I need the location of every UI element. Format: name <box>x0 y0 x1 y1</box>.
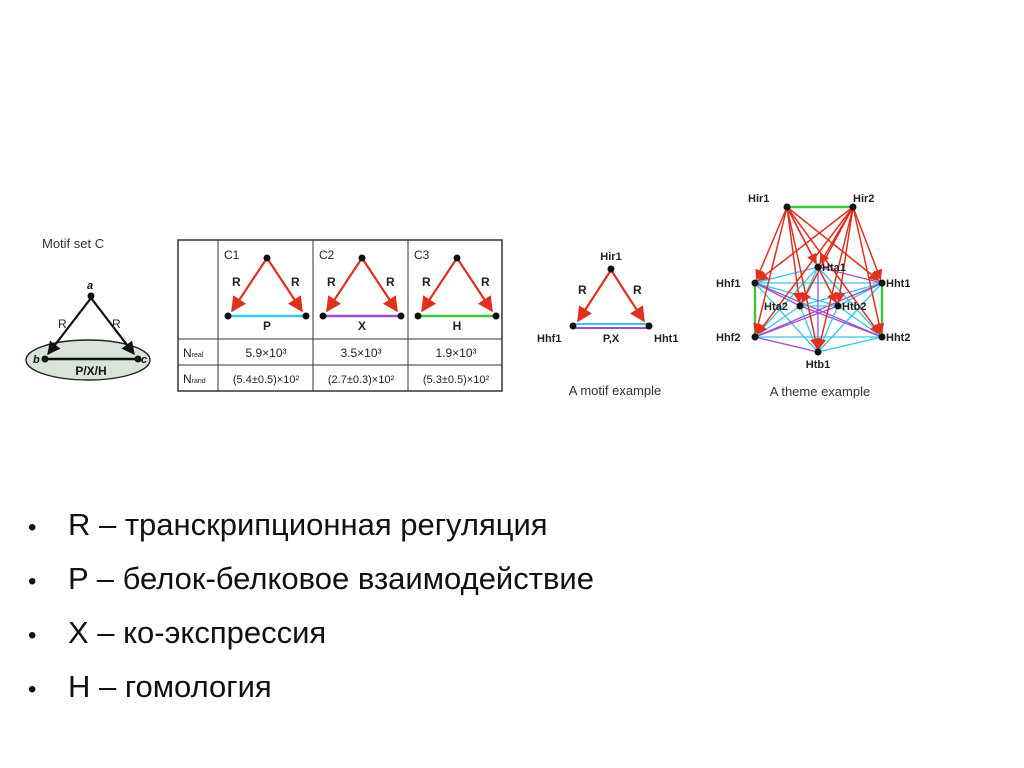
theme-nodes <box>751 203 886 356</box>
node-htb1 <box>814 348 822 356</box>
svg-text:(5.3±0.5)×10²: (5.3±0.5)×10² <box>423 374 490 386</box>
svg-text:(2.7±0.3)×10²: (2.7±0.3)×10² <box>328 374 395 386</box>
node-c <box>134 355 142 363</box>
label-r-right: R <box>112 317 121 331</box>
motif-table: Nreal Nrand C1 R R P 5.9×10³ (5.4±0.5)×1… <box>177 239 503 392</box>
svg-text:Hht1: Hht1 <box>886 278 910 290</box>
svg-text:Hta2: Hta2 <box>764 301 788 313</box>
table-column-c3: C3 R R H 1.9×10³ (5.3±0.5)×10² <box>414 248 500 386</box>
svg-text:Htb2: Htb2 <box>842 301 866 313</box>
svg-text:Hir1: Hir1 <box>748 193 769 205</box>
svg-text:R: R <box>481 275 490 289</box>
motif-example-left: Hhf1 <box>537 333 561 345</box>
label-c: c <box>141 354 147 366</box>
node-a <box>87 292 95 300</box>
node-hhf2 <box>751 333 759 341</box>
svg-text:C2: C2 <box>319 248 335 262</box>
label-a: a <box>87 280 93 292</box>
svg-text:R: R <box>327 275 336 289</box>
bullet-dot: • <box>28 568 37 595</box>
bullet-dot: • <box>28 514 37 541</box>
legend-item: •P – белок-белковое взаимодействие <box>28 552 594 606</box>
svg-text:P: P <box>263 319 271 333</box>
svg-text:(5.4±0.5)×10²: (5.4±0.5)×10² <box>233 374 300 386</box>
svg-text:R: R <box>422 275 431 289</box>
svg-text:H: H <box>453 319 462 333</box>
svg-text:R: R <box>232 275 241 289</box>
theme-edge <box>755 206 788 281</box>
theme-edge <box>817 282 883 353</box>
theme-edge <box>852 206 885 335</box>
node-hir2 <box>849 203 857 211</box>
svg-text:Hhf2: Hhf2 <box>716 332 740 344</box>
row-rand-label: Nrand <box>183 372 206 386</box>
theme-edge <box>756 206 854 335</box>
svg-text:Hta1: Hta1 <box>822 262 846 274</box>
node-hta2 <box>796 302 804 310</box>
label-b: b <box>33 354 40 366</box>
table-column-c1: C1 R R P 5.9×10³ (5.4±0.5)×10² <box>224 248 310 386</box>
theme-edge <box>753 206 788 335</box>
svg-text:Htb1: Htb1 <box>806 359 830 371</box>
node-hta1 <box>814 263 822 271</box>
svg-text:R: R <box>386 275 395 289</box>
theme-edge <box>816 206 854 350</box>
motif-example-caption: A motif example <box>569 383 662 398</box>
legend-item: •R – транскрипционная регуляция <box>28 498 594 552</box>
theme-example-caption: A theme example <box>770 384 870 399</box>
node-hhf1 <box>751 279 759 287</box>
theme-edge <box>852 206 883 281</box>
node-hht2 <box>878 333 886 341</box>
svg-text:Hhf1: Hhf1 <box>716 278 740 290</box>
theme-edge <box>786 206 837 304</box>
svg-text:Hht2: Hht2 <box>886 332 910 344</box>
theme-edge <box>837 282 883 307</box>
theme-edge <box>817 336 883 353</box>
legend-item: •H – гомология <box>28 660 594 714</box>
svg-text:R: R <box>633 283 642 297</box>
motif-example-top: Hir1 <box>600 251 621 263</box>
motif-set-title: Motif set C <box>42 236 104 251</box>
bullet-dot: • <box>28 676 37 703</box>
svg-text:Hir2: Hir2 <box>853 193 874 205</box>
svg-text:X: X <box>358 319 366 333</box>
node-hht1 <box>878 279 886 287</box>
svg-text:1.9×10³: 1.9×10³ <box>435 346 476 360</box>
node-b <box>41 355 49 363</box>
legend-item: •X – ко-экспрессия <box>28 606 594 660</box>
theme-edges <box>753 205 885 353</box>
motif-example-right: Hht1 <box>654 333 678 345</box>
svg-text:C3: C3 <box>414 248 430 262</box>
theme-edge <box>786 206 881 335</box>
theme-edge <box>754 305 839 338</box>
svg-text:5.9×10³: 5.9×10³ <box>245 346 286 360</box>
node-htb2 <box>834 302 842 310</box>
theme-edge <box>799 305 883 338</box>
svg-text:3.5×10³: 3.5×10³ <box>340 346 381 360</box>
theme-edge <box>801 206 854 304</box>
motif-set-panel: Motif set C a b c R R P/X/H <box>25 236 151 381</box>
theme-edge <box>786 206 804 304</box>
row-real-label: Nreal <box>183 346 204 360</box>
svg-text:R: R <box>578 283 587 297</box>
theme-edge <box>786 206 821 350</box>
edge-a-c <box>90 297 135 356</box>
table-column-c2: C2 R R X 3.5×10³ (2.7±0.3)×10² <box>319 248 405 386</box>
edge-a-b <box>47 297 92 356</box>
theme-example-panel: Hir1 Hir2 Hhf1 Hht1 Hta1 Hta2 Htb2 Hhf2 … <box>716 193 910 399</box>
figure: Motif set C a b c R R P/X/H Nreal Nrand … <box>25 193 910 399</box>
bullet-dot: • <box>28 622 37 649</box>
svg-text:R: R <box>291 275 300 289</box>
motif-example-base: P,X <box>603 333 620 345</box>
svg-text:C1: C1 <box>224 248 240 262</box>
theme-edge <box>754 336 819 353</box>
base-label: P/X/H <box>75 364 106 378</box>
label-r-left: R <box>58 317 67 331</box>
legend-list: •R – транскрипционная регуляция •P – бел… <box>28 498 594 714</box>
theme-edge <box>834 206 854 304</box>
node-hir1 <box>783 203 791 211</box>
motif-example-panel: Hir1 Hhf1 Hht1 R R P,X A motif example <box>537 251 678 398</box>
